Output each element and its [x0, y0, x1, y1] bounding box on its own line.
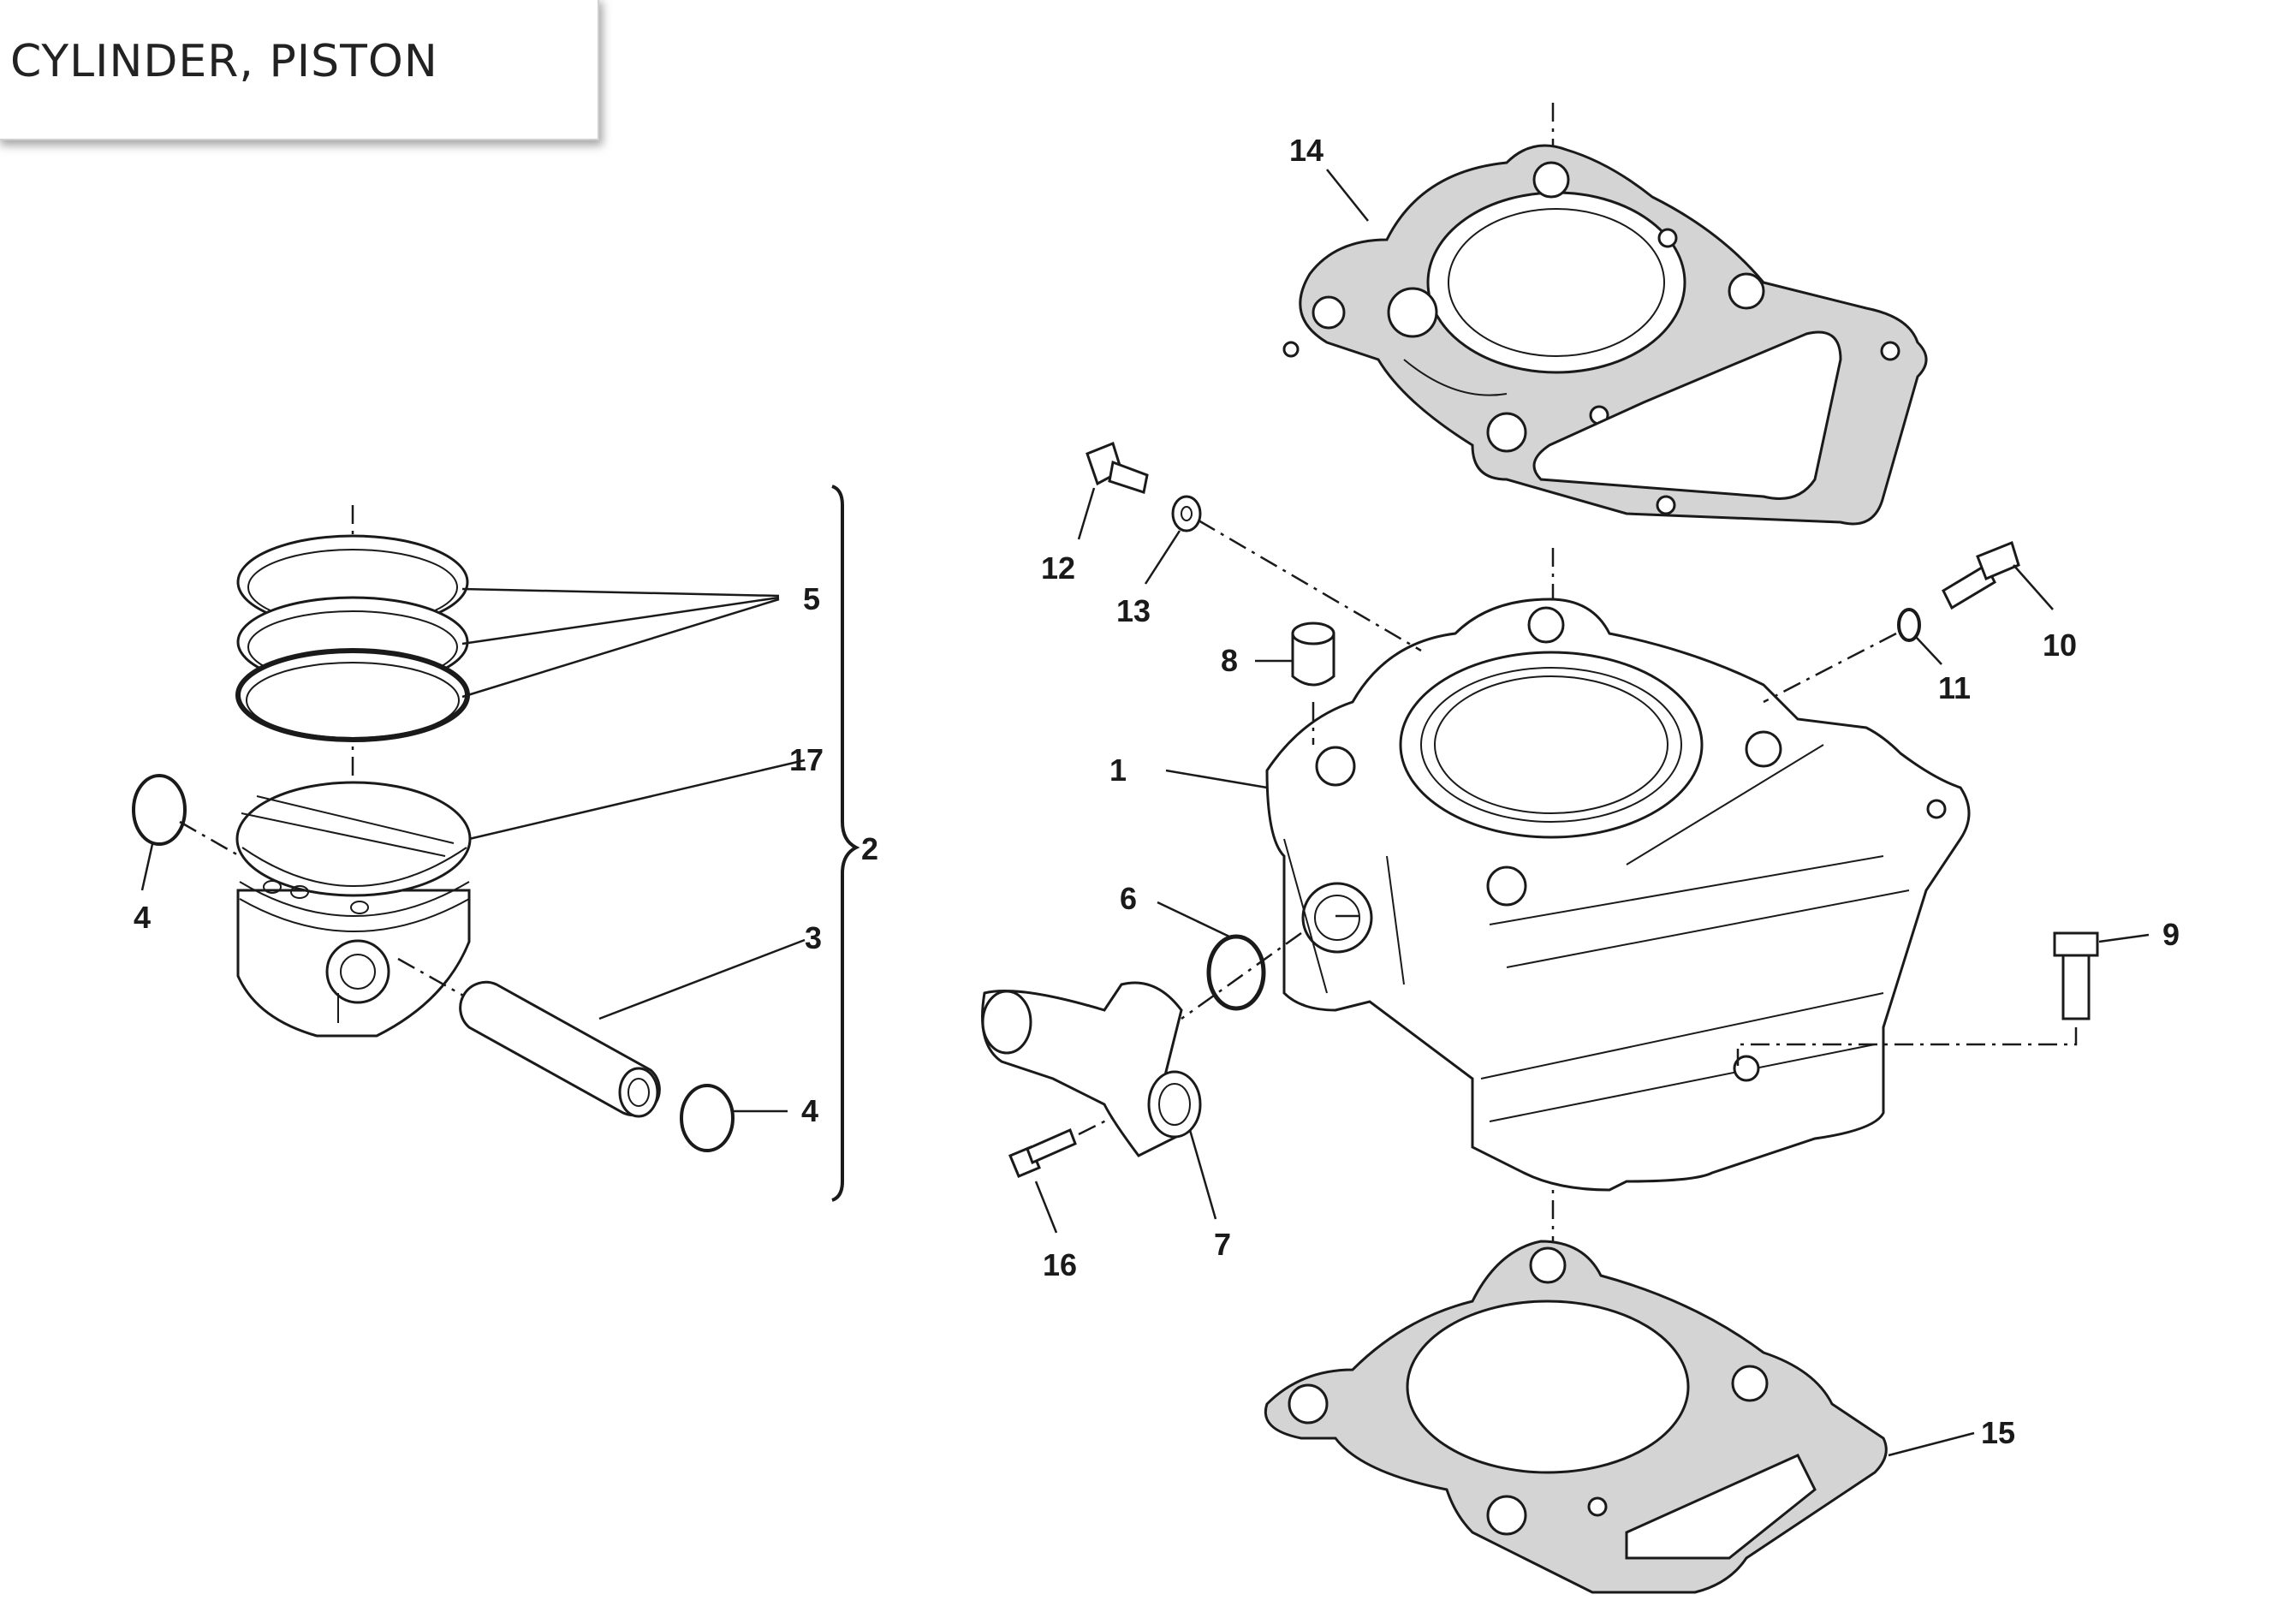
callout-4-right: 4 [801, 1093, 818, 1128]
base-gasket [1264, 1240, 1888, 1594]
piston [235, 781, 472, 1038]
callout-5: 5 [803, 581, 820, 616]
callout-4-left: 4 [134, 900, 151, 935]
callout-15: 15 [1981, 1415, 2015, 1450]
callout-14: 14 [1289, 133, 1323, 168]
head-gasket [1282, 144, 1928, 526]
callout-17: 17 [789, 742, 824, 777]
coolant-elbow [981, 931, 1302, 1178]
callout-7: 7 [1214, 1227, 1231, 1262]
title-box: CYLINDER, PISTON [0, 0, 599, 140]
cylinder-body [1265, 598, 1971, 1192]
callout-3: 3 [805, 920, 822, 955]
callout-8: 8 [1221, 643, 1238, 678]
callout-1: 1 [1109, 752, 1127, 788]
callout-labels: 1 2 3 4 4 5 6 7 8 9 10 11 12 13 14 15 16… [134, 133, 2180, 1450]
leader-lines [140, 169, 2150, 1457]
callout-2: 2 [861, 831, 878, 866]
callout-6: 6 [1120, 881, 1137, 916]
callout-11: 11 [1938, 670, 1971, 705]
callout-16: 16 [1043, 1247, 1077, 1282]
diagram-title: CYLINDER, PISTON [10, 36, 438, 87]
temp-sensor [1763, 541, 2020, 704]
callout-9: 9 [2162, 917, 2180, 952]
bolt-washer-12-13 [1086, 442, 1422, 652]
circlips [132, 774, 735, 1152]
callout-12: 12 [1041, 550, 1075, 586]
dowel-pin [1291, 622, 1335, 745]
piston-assembly [132, 485, 860, 1202]
callout-13: 13 [1116, 593, 1151, 628]
bolt-9 [1736, 931, 2099, 1066]
piston-pin [397, 957, 661, 1118]
cylinder-assembly [981, 103, 2099, 1594]
callout-10: 10 [2043, 628, 2077, 663]
piston-rings [235, 534, 470, 742]
